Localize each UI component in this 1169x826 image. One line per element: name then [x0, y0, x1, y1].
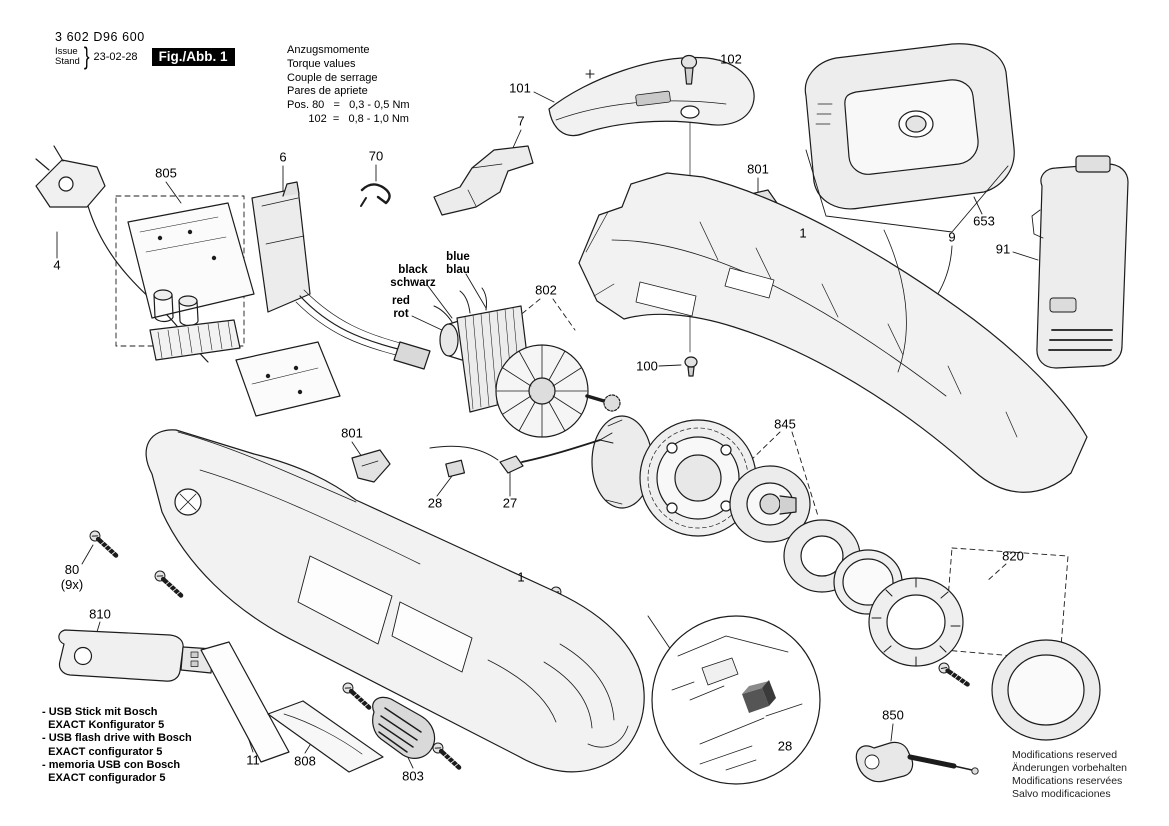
part-label-808: [267, 700, 384, 773]
issue-label: Issue: [55, 46, 78, 57]
part-label-11: [200, 641, 290, 763]
text-line: EXACT configurator 5: [42, 745, 163, 758]
part-usb-stick-810: [58, 629, 214, 682]
part-adjustment-rings-820: [868, 547, 1101, 741]
part-screw-102: [680, 54, 698, 85]
part-service-tool-850: [855, 741, 979, 783]
part-block-28: [445, 459, 466, 478]
issue-date: 23-02-28: [93, 51, 138, 64]
text-line: - USB flash drive with Bosch: [42, 732, 192, 745]
part-slider-button-803: [372, 696, 436, 759]
part-screw-100: [684, 356, 698, 377]
part-battery-91: [1031, 155, 1129, 369]
part-clip-70: [360, 183, 391, 207]
text-line: 102 = 0,8 - 1,0 Nm: [287, 112, 409, 125]
part-lever-7: [433, 145, 534, 216]
text-line: Modifications reserved: [1012, 749, 1118, 761]
part-charger-653: [804, 43, 1015, 233]
part-electronics-module-805: [115, 195, 341, 417]
text-line: Änderungen vorbehalten: [1012, 762, 1128, 775]
text-line: - USB Stick mit Bosch: [42, 706, 158, 718]
text-line: Anzugsmomente: [287, 44, 370, 56]
part-top-cover-101: [548, 56, 755, 137]
text-line: Torque values: [287, 57, 356, 70]
part-motor-armature-802: [433, 287, 621, 438]
detail-view-circle: [651, 615, 821, 785]
part-bracket-801-mid: [351, 449, 391, 483]
text-line: Modifications reservées: [1012, 775, 1123, 788]
part-housing-half-lower-1: [145, 429, 645, 773]
stand-label: Stand: [55, 56, 80, 68]
text-line: Pares de apriete: [287, 85, 368, 98]
figure-label: Fig./Abb. 1: [151, 48, 235, 67]
usb-stick-note: - USB Stick mit Bosch EXACT Konfigurator…: [42, 706, 192, 785]
text-line: Salvo modificaciones: [1012, 788, 1111, 801]
part-switch-module-6: [251, 181, 431, 370]
document-number: 3 602 D96 600: [55, 30, 145, 44]
text-line: - memoria USB con Bosch: [42, 758, 181, 771]
part-gearbox-845: [591, 415, 903, 615]
text-line: Pos. 80 = 0,3 - 0,5 Nm: [287, 99, 410, 111]
dashed-reference-lines: [506, 298, 1007, 583]
issue-stand-labels: Issue Stand: [55, 46, 80, 68]
part-wire-27: [429, 432, 614, 474]
text-line: EXACT configurador 5: [42, 771, 166, 784]
part-housing-half-upper-1: [578, 172, 1088, 493]
issue-brace: }: [83, 42, 90, 71]
text-line: EXACT Konfigurator 5: [42, 719, 165, 732]
issue-row: Issue Stand } 23-02-28 Fig./Abb. 1: [55, 43, 235, 70]
title-block: 3 602 D96 600 Issue Stand } 23-02-28 Fig…: [55, 30, 235, 70]
text-line: Couple de serrage: [287, 71, 378, 84]
